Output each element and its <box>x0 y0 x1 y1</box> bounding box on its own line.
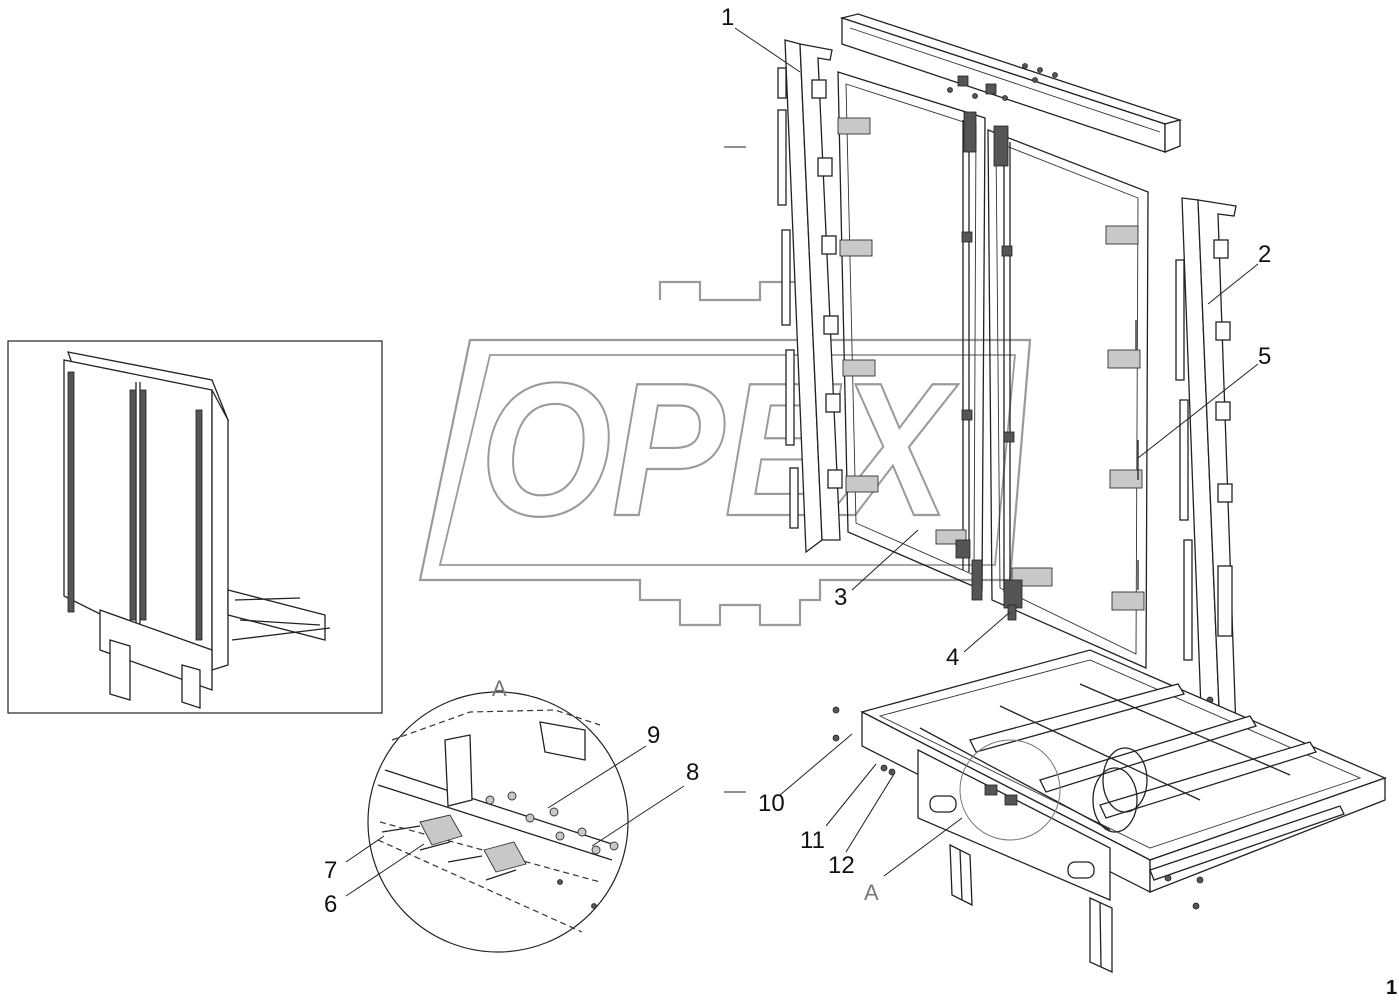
right-post <box>1175 197 1237 737</box>
detail-view-label: A <box>492 676 507 701</box>
detail-marker-label: A <box>864 880 879 905</box>
callout-6: 6 <box>324 891 337 918</box>
callout-10: 10 <box>758 790 785 817</box>
callout-9: 9 <box>647 722 660 749</box>
callout-1: 1 <box>721 4 734 31</box>
base-frame <box>832 649 1387 974</box>
watermark-text: OPEX <box>480 344 959 556</box>
callout-labels: 1 2 3 4 5 6 7 8 9 10 11 12 A A 1 <box>324 4 1397 999</box>
left-post <box>777 39 843 554</box>
inset-overview <box>7 340 383 714</box>
watermark-banner-inner <box>438 354 1016 566</box>
callout-7: 7 <box>324 857 337 884</box>
detail-marker-circle <box>959 739 1061 841</box>
callout-3: 3 <box>834 584 847 611</box>
inset-assembly <box>63 351 331 709</box>
detail-view-a <box>367 691 629 953</box>
sheet-number: 1 <box>1386 977 1397 999</box>
callout-11: 11 <box>800 827 825 854</box>
callout-8: 8 <box>686 759 699 786</box>
watermark: OPEX <box>418 280 1032 627</box>
top-beam <box>839 13 1183 153</box>
callout-2: 2 <box>1258 241 1271 268</box>
right-door <box>987 125 1149 669</box>
callout-4: 4 <box>946 644 959 671</box>
callout-12: 12 <box>828 852 855 879</box>
leader-lines <box>345 27 1259 897</box>
callout-5: 5 <box>1258 343 1271 370</box>
left-door <box>837 71 986 601</box>
detail-circle <box>367 691 629 953</box>
